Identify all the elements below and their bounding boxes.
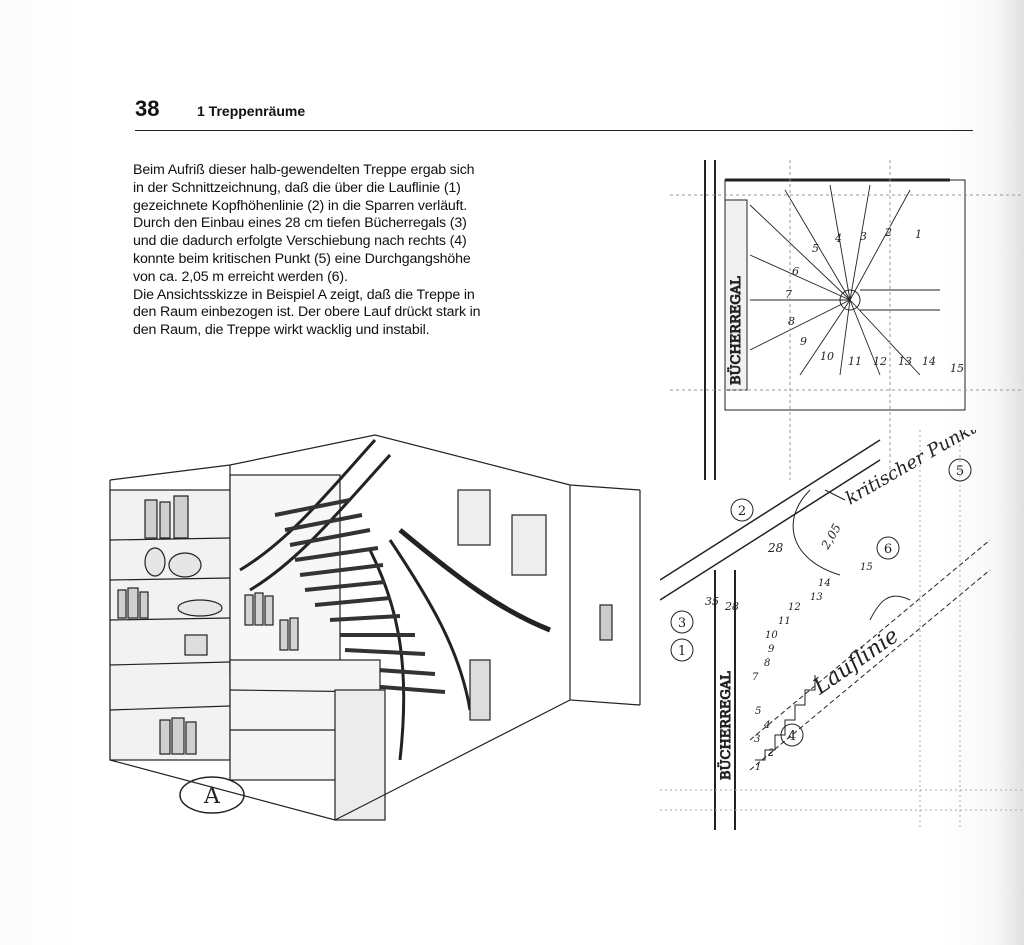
plan-step-12: 12: [873, 355, 887, 368]
stair-plan-drawing: BÜCHERREGAL: [670, 160, 1024, 480]
plan-step-14: 14: [922, 355, 936, 368]
plan-step-8: 8: [788, 315, 795, 328]
annotation-lauflinie: Lauflinie: [808, 623, 903, 700]
section-annotations: kritischer Punkt Lauflinie 2,05 28 28 35: [705, 430, 981, 700]
section-step-1: 1: [755, 762, 761, 773]
plan-shelf-label: BÜCHERREGAL: [727, 276, 744, 385]
section-step-12: 12: [788, 602, 801, 613]
page-edge-shadow: [994, 0, 1024, 945]
chapter-title: 1 Treppenräume: [197, 103, 306, 119]
plan-step-3: 3: [860, 230, 867, 243]
plan-step-5: 5: [812, 242, 819, 255]
marker-6: 6: [884, 542, 892, 557]
marker-5: 5: [956, 464, 964, 479]
section-step-4: 4: [763, 720, 770, 731]
running-head: 38 1 Treppenräume: [135, 96, 973, 131]
section-step-13: 13: [810, 592, 823, 603]
plan-step-15: 15: [950, 362, 964, 375]
plan-step-2: 2: [884, 226, 892, 239]
stair-section-drawing: BÜCHERREGAL: [660, 430, 1024, 830]
marker-3: 3: [678, 616, 686, 631]
page-number: 38: [135, 96, 160, 121]
section-step-11: 11: [778, 616, 791, 627]
example-a-label: A: [179, 776, 245, 814]
plan-step-7: 7: [785, 288, 792, 301]
section-step-14: 14: [818, 578, 831, 589]
section-step-3: 3: [754, 734, 760, 745]
staircase-perspective-sketch: A: [109, 434, 641, 821]
plan-step-4: 4: [834, 232, 842, 245]
section-step-numbers: 1 2 3 4 5 7 8 9 10 11 12 13 14 15: [752, 562, 873, 773]
body-paragraph: Beim Aufriß dieser halb-gewendelten Trep…: [133, 162, 481, 339]
section-step-7: 7: [752, 672, 759, 683]
section-step-9: 9: [768, 644, 775, 655]
section-step-5: 5: [755, 706, 761, 717]
marker-4: 4: [788, 729, 796, 744]
example-a-letter: A: [203, 784, 221, 809]
plan-step-13: 13: [898, 355, 912, 368]
section-shelf-label: BÜCHERREGAL: [717, 671, 734, 780]
plan-step-9: 9: [800, 335, 807, 348]
section-step-2: 2: [767, 748, 774, 759]
plan-step-10: 10: [820, 350, 834, 363]
dimension-28-b: 28: [724, 600, 739, 613]
section-step-10: 10: [765, 630, 778, 641]
plan-step-6: 6: [792, 265, 799, 278]
marker-1: 1: [678, 644, 686, 659]
dimension-35: 35: [705, 595, 719, 608]
marker-2: 2: [738, 504, 746, 519]
plan-step-numbers: 1 2 3 4 5 6 7 8 9 10 11 12 13 14 15: [785, 226, 964, 375]
dimension-28-a: 28: [767, 541, 784, 555]
section-step-15: 15: [860, 562, 873, 573]
plan-step-1: 1: [915, 228, 922, 241]
dimension-205: 2,05: [818, 521, 844, 552]
plan-step-11: 11: [848, 355, 862, 368]
section-step-8: 8: [764, 658, 770, 669]
section-markers: 2 3 1 4 5 6: [678, 464, 964, 744]
